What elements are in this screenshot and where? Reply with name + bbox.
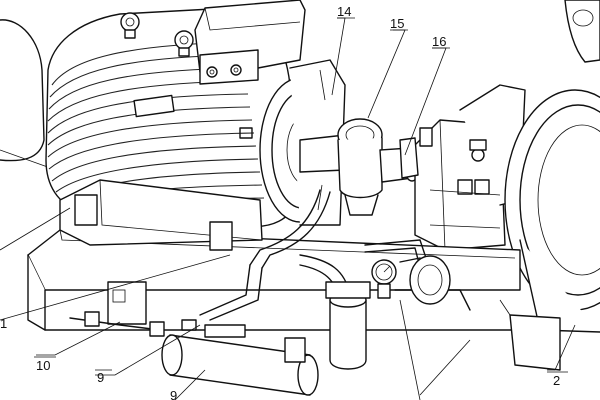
gearbox <box>399 84 526 251</box>
oil-cooler <box>161 324 319 396</box>
callout-10: 10 <box>36 358 50 373</box>
callout-14: 14 <box>337 4 351 19</box>
valve-panel <box>69 281 197 337</box>
callout-9b: 9 <box>170 388 177 400</box>
terminal-box <box>194 0 306 85</box>
lifting-eye-right <box>174 30 194 57</box>
filter-canister <box>325 281 371 370</box>
callout-labels: 14 15 16 1 10 9 9 2 <box>0 4 568 400</box>
auxiliary-pump <box>399 255 451 305</box>
base-frame <box>27 179 561 371</box>
callout-16: 16 <box>432 34 446 49</box>
callout-1: 1 <box>0 316 7 331</box>
compressor-casing <box>504 0 600 333</box>
callout-9: 9 <box>97 370 104 385</box>
callout-2: 2 <box>553 373 560 388</box>
callout-15: 15 <box>390 16 404 31</box>
pressure-gauge <box>371 259 397 299</box>
lifting-eye-left <box>120 12 140 39</box>
